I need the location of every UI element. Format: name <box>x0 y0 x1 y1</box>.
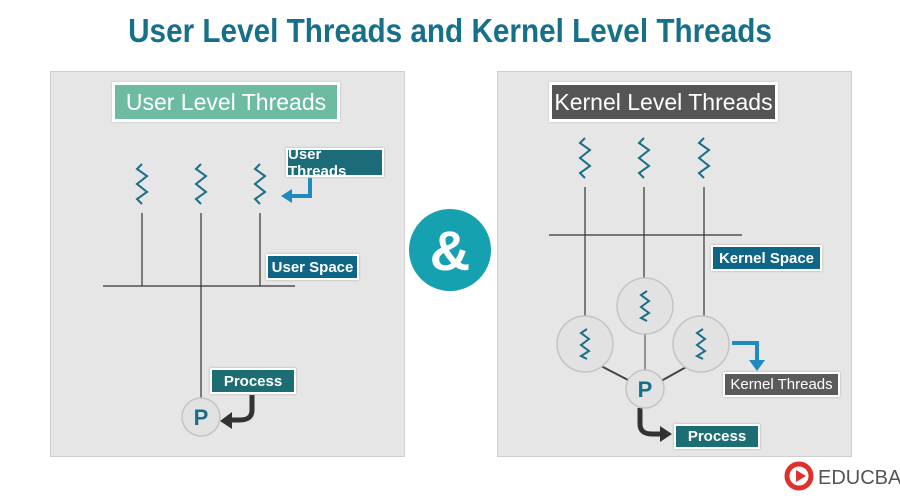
user-level-heading: User Level Threads <box>112 82 340 122</box>
diagram-shape <box>784 461 814 491</box>
diagram-shape <box>660 426 672 442</box>
user-thread-icon-3 <box>254 163 266 205</box>
process-symbol: P <box>638 377 653 402</box>
diagram-shape <box>220 412 232 429</box>
diagram-shape <box>600 365 631 382</box>
kernel-thread-circle <box>672 315 730 373</box>
diagram-shape <box>254 163 266 205</box>
process-circle <box>181 397 221 437</box>
process-symbol: P <box>194 405 209 430</box>
ampersand: & <box>430 219 470 282</box>
kernel-thread-icon-2 <box>638 137 650 179</box>
kernel-threads-label: Kernel Threads <box>723 372 840 397</box>
process-label: Process <box>674 424 760 449</box>
user-threads-label: User Threads <box>286 146 384 180</box>
kernel-thread-circle <box>556 315 614 373</box>
kernel-thread-circle <box>616 277 674 335</box>
logo-text: EDUCBA <box>818 467 900 489</box>
diagram-shape <box>281 189 292 203</box>
diagram-shape <box>660 365 689 382</box>
diagram-shape <box>136 163 148 205</box>
educba-logo-icon <box>784 461 814 491</box>
kernel-thread-icon-3 <box>698 137 710 179</box>
ampersand-circle <box>409 209 491 291</box>
arrow-icon <box>732 341 759 362</box>
user-space-label: User Space <box>266 254 359 280</box>
diagram-shape <box>195 163 207 205</box>
page-title: User Level Threads and Kernel Level Thre… <box>128 12 772 49</box>
diagram-shape <box>749 360 765 371</box>
process-label: Process <box>210 368 296 394</box>
kernel-level-heading: Kernel Level Threads <box>549 82 778 122</box>
arrow-icon <box>230 395 255 423</box>
kernel-space-label: Kernel Space <box>711 245 822 271</box>
diagram-shape <box>796 470 806 482</box>
arrow-icon <box>290 178 312 198</box>
user-thread-icon-1 <box>136 163 148 205</box>
diagram-shape <box>638 137 650 179</box>
arrow-icon <box>637 408 662 437</box>
user-thread-icon-2 <box>195 163 207 205</box>
diagram-shape <box>579 137 591 179</box>
kernel-thread-icon-1 <box>579 137 591 179</box>
diagram-shape <box>698 137 710 179</box>
process-circle <box>625 369 665 409</box>
